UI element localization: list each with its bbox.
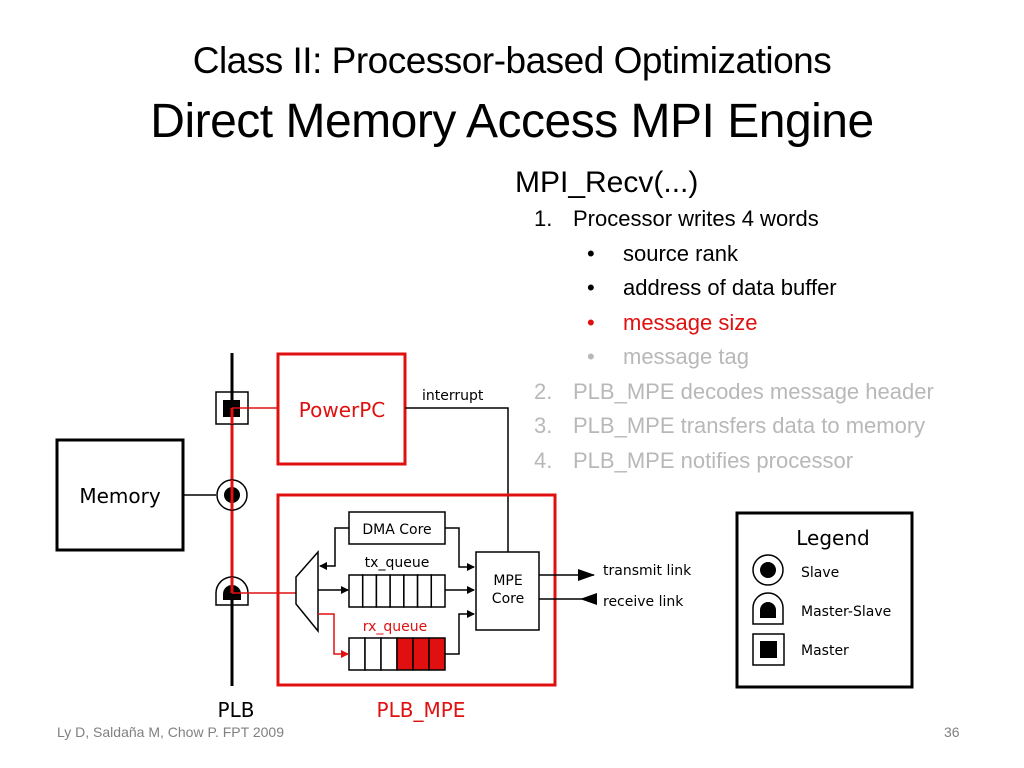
step-number: 3. bbox=[534, 413, 553, 438]
rx-queue bbox=[348, 637, 446, 671]
queue-slot bbox=[389, 574, 405, 608]
receive-arrow-icon bbox=[580, 593, 597, 605]
queue-slot bbox=[364, 637, 382, 671]
mpe-core-label-line1: MPE bbox=[493, 573, 522, 589]
memory-label: Memory bbox=[79, 484, 161, 508]
transmit-link-label: transmit link bbox=[603, 563, 692, 579]
receive-link-label: receive link bbox=[603, 594, 684, 610]
transmit-arrow-icon bbox=[578, 569, 595, 581]
step-number: 4. bbox=[534, 447, 553, 473]
dma-core-label: DMA Core bbox=[362, 522, 431, 538]
substep-item: • message tag bbox=[515, 340, 749, 375]
master-slave-port-icon bbox=[752, 592, 784, 625]
step-text: Processor writes 4 words bbox=[573, 206, 819, 231]
substep-text: message tag bbox=[623, 344, 749, 369]
page-number: 36 bbox=[944, 724, 960, 740]
mux-to-rx-line bbox=[318, 613, 349, 658]
legend-title: Legend bbox=[796, 526, 869, 550]
step-item: 4. PLB_MPE notifies processor bbox=[515, 444, 853, 479]
substep-text: message size bbox=[623, 309, 758, 335]
step-number: 2. bbox=[534, 378, 553, 404]
dma-to-mpe-line bbox=[445, 527, 475, 571]
substep-item: • address of data buffer bbox=[515, 271, 837, 306]
powerpc-label: PowerPC bbox=[299, 398, 386, 422]
bullet-icon: • bbox=[587, 309, 595, 335]
step-item: 2. PLB_MPE decodes message header bbox=[515, 375, 934, 410]
step-item: 1. Processor writes 4 words bbox=[515, 202, 819, 237]
substep-text: address of data buffer bbox=[623, 275, 837, 300]
queue-slot bbox=[348, 637, 366, 671]
queue-slot bbox=[430, 574, 446, 608]
step-text: PLB_MPE decodes message header bbox=[573, 378, 934, 404]
queue-slot bbox=[403, 574, 419, 608]
queue-slot bbox=[348, 574, 364, 608]
mpe-core-block bbox=[475, 551, 540, 631]
tx-queue-label: tx_queue bbox=[365, 555, 430, 571]
queue-slot-filled bbox=[396, 637, 414, 671]
step-text: PLB_MPE transfers data to memory bbox=[573, 413, 926, 438]
queue-slot-filled bbox=[412, 637, 430, 671]
citation: Ly D, Saldaña M, Chow P. FPT 2009 bbox=[57, 724, 284, 740]
queue-slot bbox=[380, 637, 398, 671]
dma-core-block bbox=[348, 511, 446, 545]
substep-text: source rank bbox=[623, 240, 738, 266]
slide-subtitle: Direct Memory Access MPI Engine bbox=[150, 95, 874, 148]
step-text: PLB_MPE notifies processor bbox=[573, 447, 854, 473]
rx-to-mpe-line bbox=[445, 610, 475, 655]
queue-slot bbox=[361, 574, 378, 608]
plb-label: PLB bbox=[218, 698, 255, 722]
slave-port-icon bbox=[216, 479, 248, 511]
slide-title: Class II: Processor-based Optimizations bbox=[192, 40, 832, 81]
steps-list: MPI_Recv(...) 1. Processor writes 4 word… bbox=[515, 164, 934, 479]
queue-slot-filled bbox=[428, 637, 446, 671]
substep-item-current: • message size bbox=[515, 306, 758, 341]
tx-queue bbox=[348, 574, 446, 608]
interrupt-label: interrupt bbox=[422, 388, 484, 404]
plb-mpe-block bbox=[276, 493, 557, 687]
bullet-icon: • bbox=[587, 240, 595, 266]
interrupt-line bbox=[405, 407, 509, 552]
rx-queue-label: rx_queue bbox=[363, 619, 428, 635]
legend-label: Master-Slave bbox=[801, 604, 891, 620]
queue-slot bbox=[416, 574, 433, 608]
master-port-icon bbox=[752, 633, 785, 666]
legend-label: Slave bbox=[801, 565, 839, 581]
mux-block bbox=[295, 550, 319, 634]
slave-port-icon bbox=[752, 554, 784, 586]
steps-heading: MPI_Recv(...) bbox=[515, 166, 699, 199]
step-number: 1. bbox=[534, 206, 553, 231]
powerpc-block bbox=[276, 352, 407, 466]
mpe-core-label-line2: Core bbox=[492, 591, 524, 607]
bullet-icon: • bbox=[587, 344, 595, 369]
queue-slot bbox=[375, 574, 391, 608]
substep-item: • source rank bbox=[515, 237, 738, 272]
bullet-icon: • bbox=[587, 275, 595, 300]
step-item: 3. PLB_MPE transfers data to memory bbox=[515, 409, 925, 444]
master-slave-port-icon bbox=[215, 576, 249, 606]
legend: Legend Slave Master-Slave Master bbox=[735, 511, 914, 689]
dma-to-mux-line bbox=[319, 527, 349, 570]
memory-block bbox=[55, 438, 185, 552]
legend-label: Master bbox=[801, 643, 849, 659]
plb-mpe-label: PLB_MPE bbox=[377, 698, 466, 722]
